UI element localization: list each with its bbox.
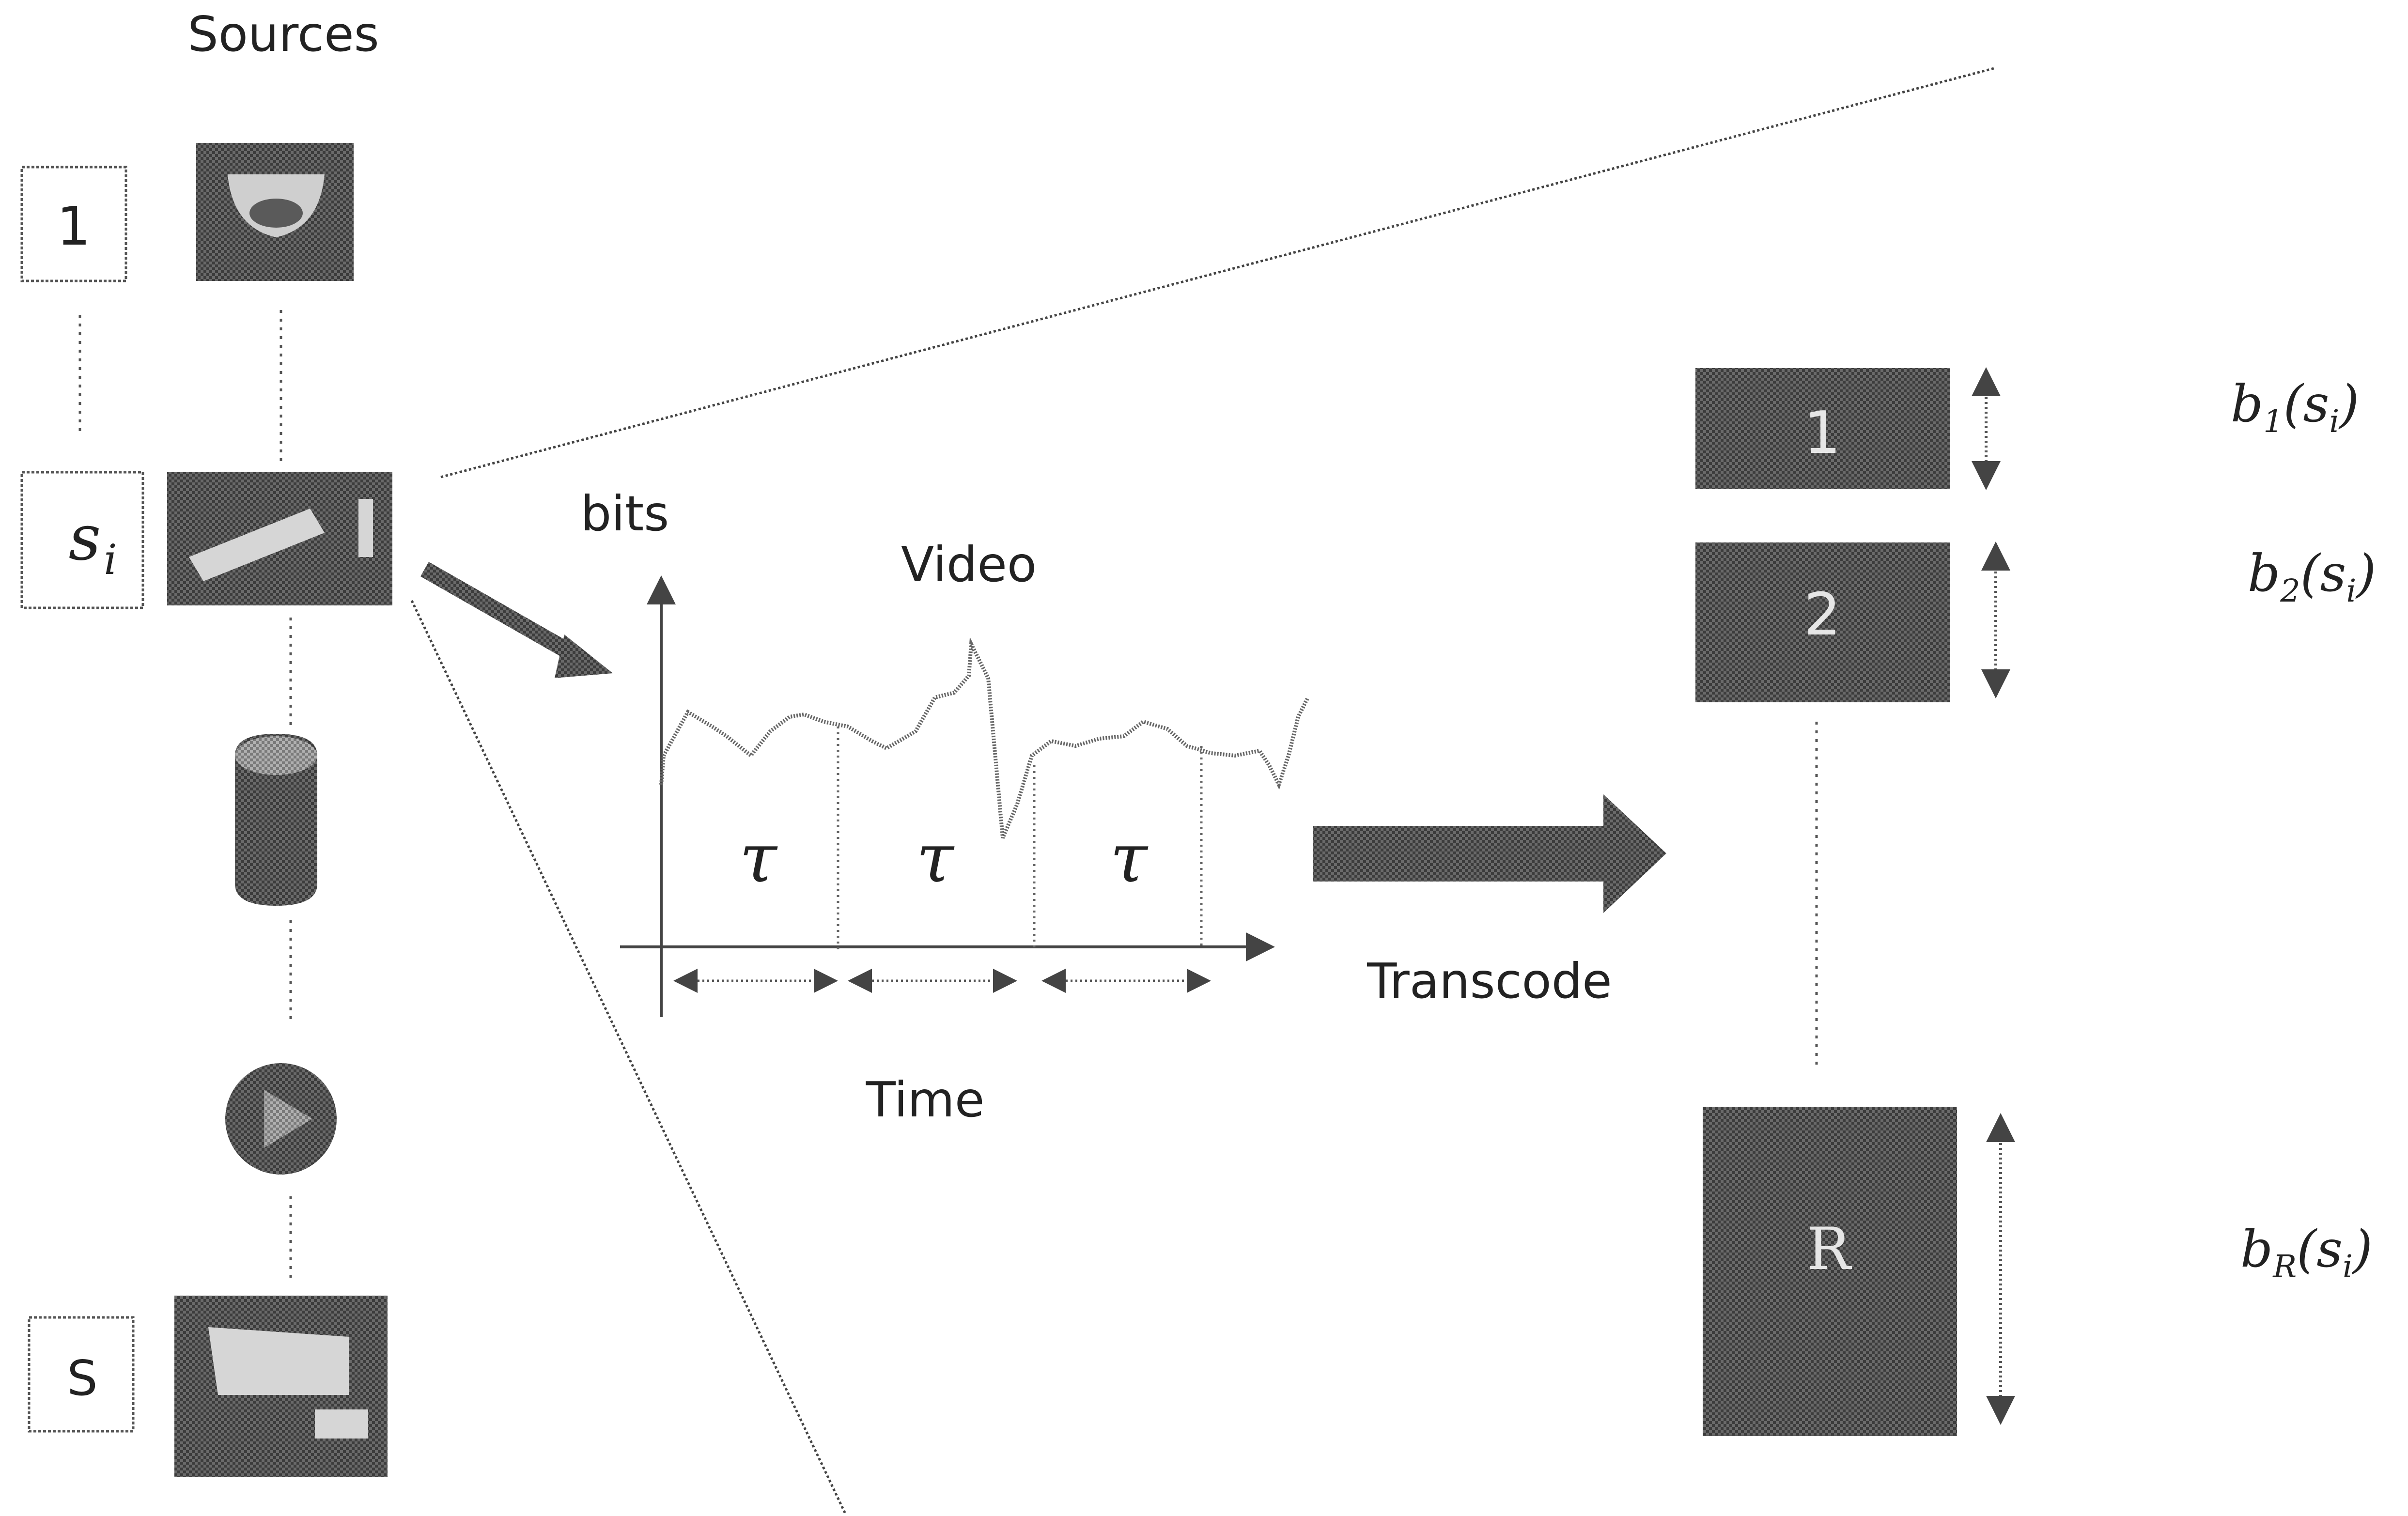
source-index-label: s (69, 501, 101, 574)
source-index-box-si: s i (20, 471, 144, 609)
dome-camera-icon (196, 143, 354, 281)
source-index-box-S: S (28, 1316, 135, 1433)
transcode-arrow (1313, 794, 1666, 913)
source-index-subscript: i (104, 536, 117, 584)
source-index-label: 1 (57, 195, 91, 257)
svg-text:bR(si): bR(si) (2240, 1220, 2373, 1285)
zoom-line-upper (440, 66, 1996, 479)
rendition-label: 1 (1804, 400, 1841, 467)
svg-text:b1(si): b1(si) (2231, 374, 2359, 440)
svg-text:b2(si): b2(si) (2248, 544, 2376, 609)
video-bitrate-curve (659, 637, 1310, 839)
rendition-label: R (1807, 1216, 1852, 1283)
zoom-line-lower (410, 600, 847, 1515)
video-label: Video (901, 536, 1037, 593)
bits-axis-label: bits (581, 485, 669, 542)
bitrate-label-2: b2(si) (2248, 544, 2376, 609)
rendition-2: 2 (1695, 542, 1950, 702)
source-index-box-1: 1 (20, 166, 127, 282)
tau-label: τ (1110, 819, 1149, 898)
transcode-label: Transcode (1367, 953, 1612, 1009)
rendition-1: 1 (1695, 368, 1950, 489)
rendition-label: 2 (1804, 581, 1841, 649)
play-disc-icon (225, 1063, 337, 1175)
storage-drum-icon (235, 734, 317, 906)
bitrate-label-1: b1(si) (2231, 374, 2359, 440)
bullet-camera-icon (167, 472, 392, 605)
source-to-video-arrow (420, 562, 613, 678)
time-axis-label: Time (866, 1071, 985, 1128)
bitrate-label-R: bR(si) (2240, 1220, 2373, 1285)
source-index-label: S (67, 1350, 97, 1407)
tau-label: τ (916, 819, 955, 898)
box-camera-icon (174, 1296, 388, 1477)
rendition-R: R (1703, 1107, 1957, 1436)
sources-heading: Sources (187, 6, 379, 62)
tau-label: τ (739, 819, 778, 898)
